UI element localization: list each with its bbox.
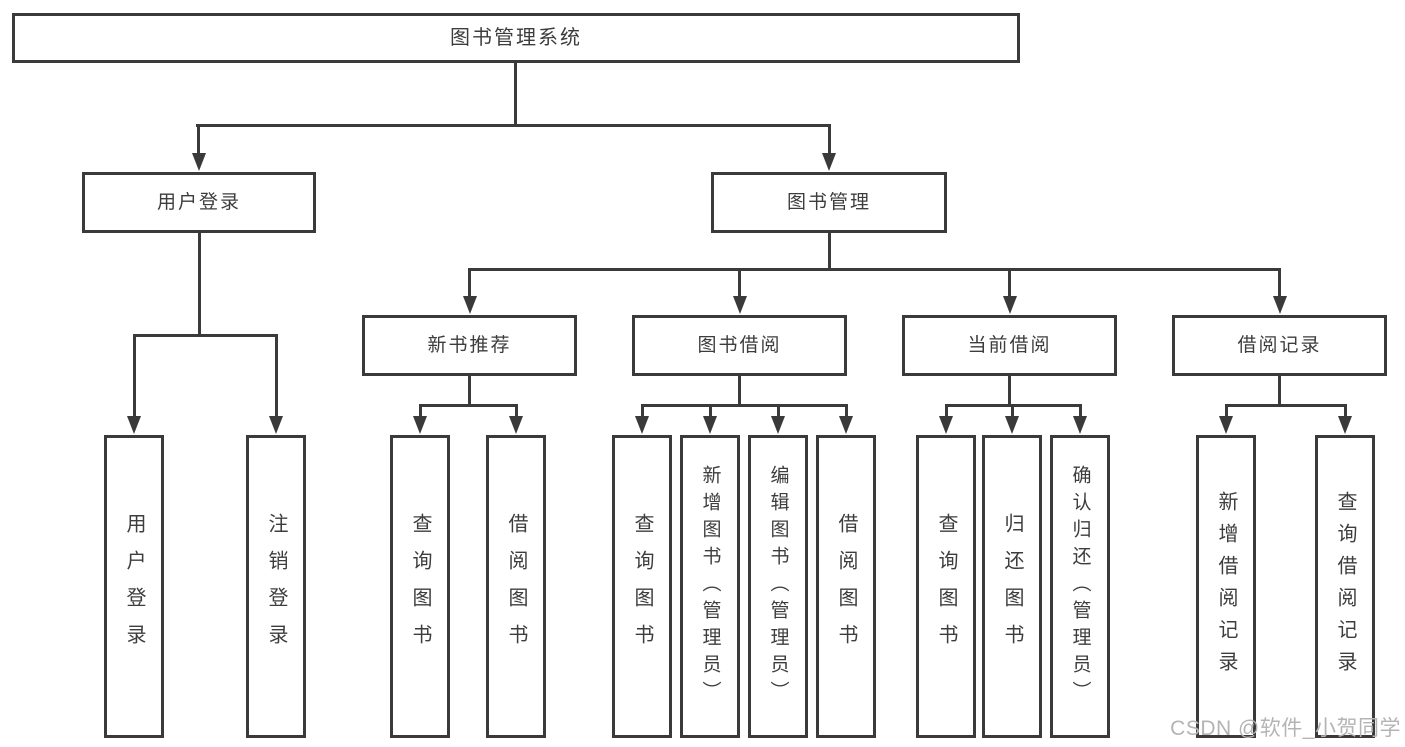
leaf-confirm-return-admin: 确认归还（管理员） — [1050, 435, 1110, 738]
node-book-management-label: 图书管理 — [786, 192, 871, 213]
leaf-confirm-return-admin-label: 确认归还（管理员） — [1069, 465, 1091, 708]
connector-line — [198, 233, 201, 337]
connector-line — [419, 404, 518, 407]
connector-line — [777, 404, 780, 418]
node-borrowing-records: 借阅记录 — [1172, 315, 1387, 376]
arrow-down-icon — [1073, 416, 1087, 434]
connector-line — [845, 404, 848, 418]
leaf-add-book-admin: 新增图书（管理员） — [680, 435, 740, 738]
connector-line — [1278, 376, 1281, 406]
connector-line — [468, 268, 471, 298]
leaf-query-books-current-label: 查询图书 — [935, 512, 957, 661]
connector-line — [1008, 268, 1011, 298]
leaf-edit-book-admin: 编辑图书（管理员） — [748, 435, 808, 738]
arrow-down-icon — [1338, 416, 1352, 434]
arrow-down-icon — [192, 153, 206, 171]
arrow-down-icon — [1273, 296, 1287, 314]
connector-line — [738, 376, 741, 406]
arrow-down-icon — [1003, 296, 1017, 314]
connector-line — [1011, 404, 1014, 418]
node-new-book-recommendation: 新书推荐 — [362, 315, 577, 376]
node-root: 图书管理系统 — [12, 13, 1020, 63]
connector-line — [197, 124, 200, 156]
arrow-down-icon — [733, 296, 747, 314]
node-user-login: 用户登录 — [82, 172, 316, 233]
arrow-down-icon — [635, 416, 649, 434]
leaf-query-books-borrowing: 查询图书 — [612, 435, 672, 738]
connector-line — [641, 404, 848, 407]
connector-line — [1225, 404, 1228, 418]
arrow-down-icon — [839, 416, 853, 434]
connector-line — [738, 268, 741, 298]
arrow-down-icon — [771, 416, 785, 434]
arrow-down-icon — [703, 416, 717, 434]
leaf-query-borrow-record: 查询借阅记录 — [1315, 435, 1375, 738]
connector-line — [828, 124, 831, 156]
leaf-borrow-books-recommend: 借阅图书 — [486, 435, 546, 738]
node-current-borrowing-label: 当前借阅 — [967, 335, 1052, 356]
leaf-query-books-recommend-label: 查询图书 — [409, 512, 431, 661]
leaf-return-books: 归还图书 — [982, 435, 1042, 738]
leaf-borrow-books-recommend-label: 借阅图书 — [505, 512, 527, 661]
connector-line — [468, 268, 1281, 271]
leaf-borrow-books-borrowing: 借阅图书 — [816, 435, 876, 738]
connector-line — [133, 334, 136, 418]
leaf-return-books-label: 归还图书 — [1001, 512, 1023, 661]
arrow-down-icon — [509, 416, 523, 434]
connector-line — [1344, 404, 1347, 418]
leaf-query-borrow-record-label: 查询借阅记录 — [1334, 490, 1356, 683]
node-book-borrowing: 图书借阅 — [632, 315, 847, 376]
leaf-logout: 注销登录 — [246, 435, 306, 738]
connector-line — [419, 404, 422, 418]
connector-line — [1079, 404, 1082, 418]
node-borrowing-records-label: 借阅记录 — [1237, 335, 1322, 356]
arrow-down-icon — [939, 416, 953, 434]
connector-line — [1225, 404, 1347, 407]
leaf-user-login-label: 用户登录 — [123, 512, 145, 661]
node-root-label: 图书管理系统 — [450, 27, 582, 49]
connector-line — [709, 404, 712, 418]
leaf-query-books-recommend: 查询图书 — [390, 435, 450, 738]
connector-line — [514, 63, 517, 124]
leaf-edit-book-admin-label: 编辑图书（管理员） — [767, 465, 789, 708]
leaf-query-books-borrowing-label: 查询图书 — [631, 512, 653, 661]
node-book-borrowing-label: 图书借阅 — [697, 335, 782, 356]
arrow-down-icon — [269, 416, 283, 434]
leaf-query-books-current: 查询图书 — [916, 435, 976, 738]
connector-line — [468, 376, 471, 406]
node-book-management: 图书管理 — [711, 172, 947, 233]
arrow-down-icon — [822, 153, 836, 171]
connector-line — [275, 334, 278, 418]
leaf-add-book-admin-label: 新增图书（管理员） — [699, 465, 721, 708]
leaf-user-login: 用户登录 — [104, 435, 164, 738]
connector-line — [641, 404, 644, 418]
csdn-watermark: CSDN @软件_小贺同学 — [1170, 717, 1401, 740]
connector-line — [828, 233, 831, 271]
leaf-logout-label: 注销登录 — [265, 512, 287, 661]
arrow-down-icon — [1005, 416, 1019, 434]
arrow-down-icon — [127, 416, 141, 434]
node-user-login-label: 用户登录 — [156, 192, 241, 213]
arrow-down-icon — [463, 296, 477, 314]
connector-line — [133, 334, 278, 337]
leaf-add-borrow-record: 新增借阅记录 — [1196, 435, 1256, 738]
connector-line — [515, 404, 518, 418]
node-new-book-recommendation-label: 新书推荐 — [427, 335, 512, 356]
arrow-down-icon — [1219, 416, 1233, 434]
leaf-add-borrow-record-label: 新增借阅记录 — [1215, 490, 1237, 683]
connector-line — [1008, 376, 1011, 406]
node-current-borrowing: 当前借阅 — [902, 315, 1117, 376]
connector-line — [945, 404, 948, 418]
connector-line — [1278, 268, 1281, 298]
connector-line — [196, 124, 831, 127]
leaf-borrow-books-borrowing-label: 借阅图书 — [835, 512, 857, 661]
arrow-down-icon — [413, 416, 427, 434]
